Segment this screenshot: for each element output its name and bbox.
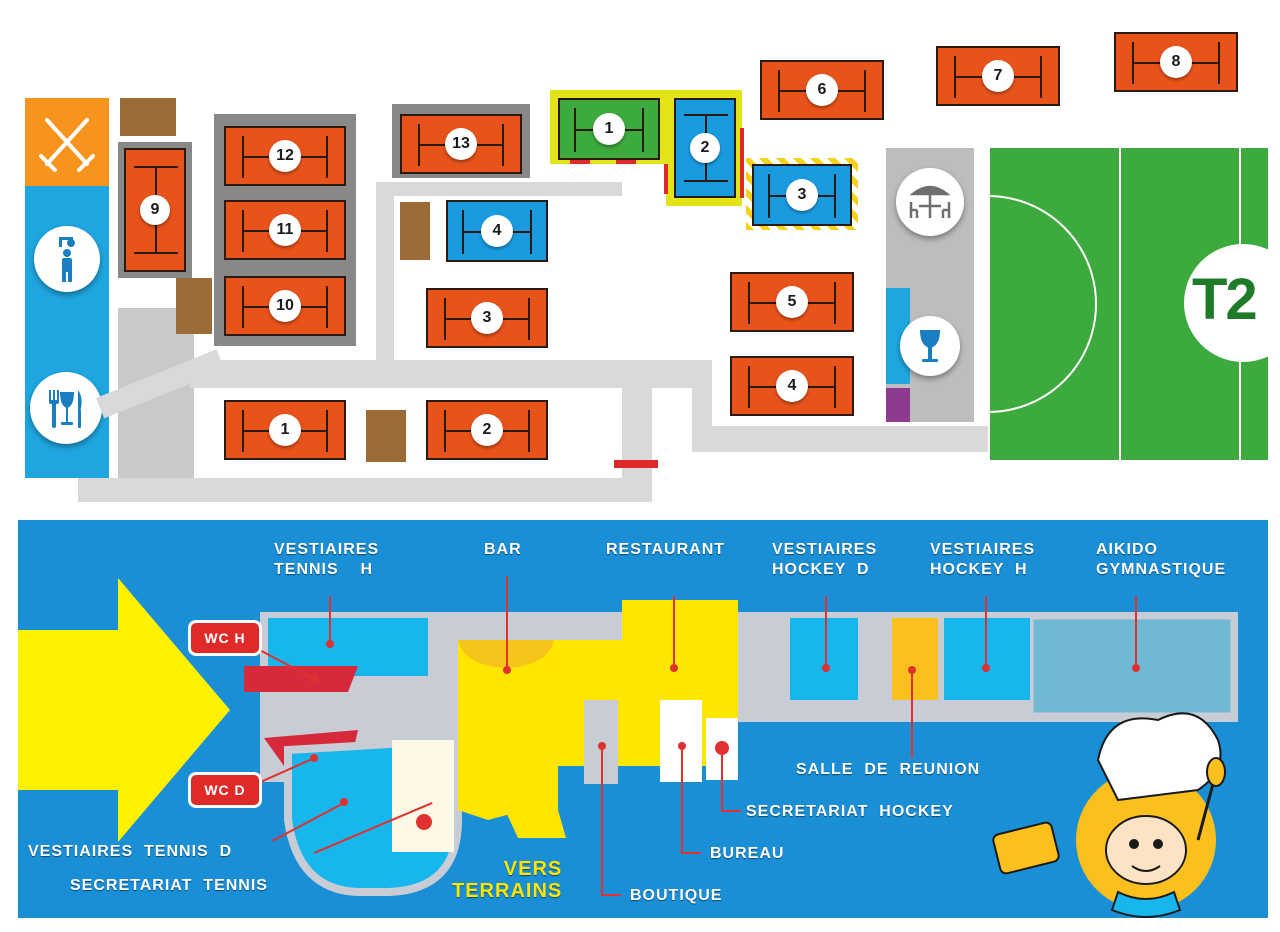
court-number: 10 <box>269 290 301 322</box>
tennis-court-4-east[interactable]: 4 <box>730 356 854 416</box>
label-secretariat-tennis: SECRETARIAT TENNIS <box>70 877 268 894</box>
tennis-court-2[interactable]: 2 <box>426 400 548 460</box>
entrance-arrow <box>18 578 230 842</box>
court-number: 5 <box>776 286 808 318</box>
tennis-court-10[interactable]: 10 <box>224 276 346 336</box>
leader-hockey-h <box>985 596 987 666</box>
vestiaires-hockey-d-room <box>790 618 858 700</box>
tennis-court-9[interactable]: 9 <box>124 148 186 272</box>
chef-mascot <box>992 712 1226 918</box>
tennis-court-13[interactable]: 13 <box>400 114 522 174</box>
aikido-tile[interactable] <box>25 98 109 186</box>
path-top <box>376 182 622 196</box>
tennis-court-6[interactable]: 6 <box>760 60 884 120</box>
hockey-field[interactable]: T2 <box>988 148 1268 460</box>
court-number: 11 <box>269 214 301 246</box>
padel-court-1[interactable]: 1 <box>558 98 660 160</box>
restaurant-room <box>622 600 738 700</box>
leader-salle-reunion <box>911 670 913 758</box>
court-number: 8 <box>1160 46 1192 78</box>
leader-secretariat-hockey <box>721 748 723 812</box>
clubhouse-purple <box>886 388 910 422</box>
leader-aikido <box>1135 596 1137 666</box>
tennis-court-3[interactable]: 3 <box>426 288 548 348</box>
leader-bureau <box>681 746 683 854</box>
wc-h-room <box>244 666 358 692</box>
red-marker <box>740 128 744 198</box>
shower-icon[interactable] <box>34 226 100 292</box>
restaurant-icon[interactable] <box>30 372 102 444</box>
tennis-court-5[interactable]: 5 <box>730 272 854 332</box>
tennis-court-4[interactable]: 4 <box>446 200 548 262</box>
court-number: 13 <box>445 128 477 160</box>
outdoor-map: T2 1 2 3 4 5 4 6 7 8 9 10 11 12 13 1 2 3 <box>25 32 1268 502</box>
red-marker <box>616 160 636 164</box>
court-number: 1 <box>593 113 625 145</box>
brown-block <box>366 410 406 462</box>
brown-block <box>400 202 430 260</box>
label-vestiaires-tennis-h: VESTIAIRES TENNIS H <box>274 541 380 578</box>
wc-d-badge: WC D <box>188 772 262 808</box>
leader-boutique <box>601 746 603 896</box>
tennis-court-7[interactable]: 7 <box>936 46 1060 106</box>
crossed-swords-icon <box>39 118 95 172</box>
label-vestiaires-tennis-d: VESTIAIRES TENNIS D <box>28 843 233 860</box>
path-to-field <box>692 360 712 430</box>
tennis-court-11[interactable]: 11 <box>224 200 346 260</box>
leader-vestiaires-tennis-h <box>329 596 331 642</box>
dot-wc-d <box>310 754 318 762</box>
court-number: 12 <box>269 140 301 172</box>
court-number: 2 <box>690 133 720 163</box>
label-secretariat-hockey: SECRETARIAT HOCKEY <box>746 803 954 820</box>
leader-restaurant <box>673 596 675 666</box>
court-number: 4 <box>481 215 513 247</box>
label-restaurant: RESTAURANT <box>606 541 726 558</box>
padel-court-3[interactable]: 3 <box>752 164 852 226</box>
label-aikido: AIKIDO GYMNASTIQUE <box>1096 541 1227 578</box>
court-number: 3 <box>471 302 503 334</box>
brown-block <box>176 278 212 334</box>
secretariat-tennis-room <box>392 740 454 852</box>
tennis-court-8[interactable]: 8 <box>1114 32 1238 92</box>
court-number: 2 <box>471 414 503 446</box>
leader-hockey-d <box>825 596 827 666</box>
label-vestiaires-hockey-d: VESTIAIRES HOCKEY D <box>772 541 878 578</box>
label-bar: BAR <box>484 541 522 558</box>
dot-secretariat-tennis <box>416 814 432 830</box>
path-field-link <box>692 426 988 452</box>
court-number: 3 <box>786 179 818 211</box>
floor-plan: VESTIAIRES TENNIS H BAR RESTAURANT VESTI… <box>18 520 1268 918</box>
path-right-stub <box>622 388 652 502</box>
court-number: 4 <box>776 370 808 402</box>
wc-h-badge: WC H <box>188 620 262 656</box>
salle-reunion-room <box>892 618 938 700</box>
floor-plan-shapes <box>18 578 1238 918</box>
court-number: 6 <box>806 74 838 106</box>
court-number: 7 <box>982 60 1014 92</box>
label-boutique: BOUTIQUE <box>630 887 723 904</box>
vestiaires-hockey-h-room <box>944 618 1030 700</box>
court-number: 1 <box>269 414 301 446</box>
leader-bar <box>506 576 508 668</box>
tennis-court-1[interactable]: 1 <box>224 400 346 460</box>
red-marker <box>570 160 590 164</box>
field-label: T2 <box>1192 267 1258 332</box>
label-bureau: BUREAU <box>710 845 785 862</box>
label-salle-reunion: SALLE DE REUNION <box>796 761 981 778</box>
path-bottom <box>78 478 652 502</box>
wine-glass-icon[interactable] <box>900 316 960 376</box>
tennis-court-12[interactable]: 12 <box>224 126 346 186</box>
dot-vestiaires-tennis-d <box>340 798 348 806</box>
terrace-table-icon[interactable] <box>896 168 964 236</box>
court-number: 9 <box>140 195 170 225</box>
label-vers-terrains: VERS TERRAINS <box>452 858 563 902</box>
path-vertical-center <box>376 182 394 372</box>
entrance-marker <box>614 460 658 468</box>
path-mid <box>190 360 694 388</box>
brown-block <box>120 98 176 136</box>
vers-terrains-arrow <box>506 810 566 838</box>
label-vestiaires-hockey-h: VESTIAIRES HOCKEY H <box>930 541 1036 578</box>
padel-court-2[interactable]: 2 <box>674 98 736 198</box>
red-marker <box>664 164 668 194</box>
